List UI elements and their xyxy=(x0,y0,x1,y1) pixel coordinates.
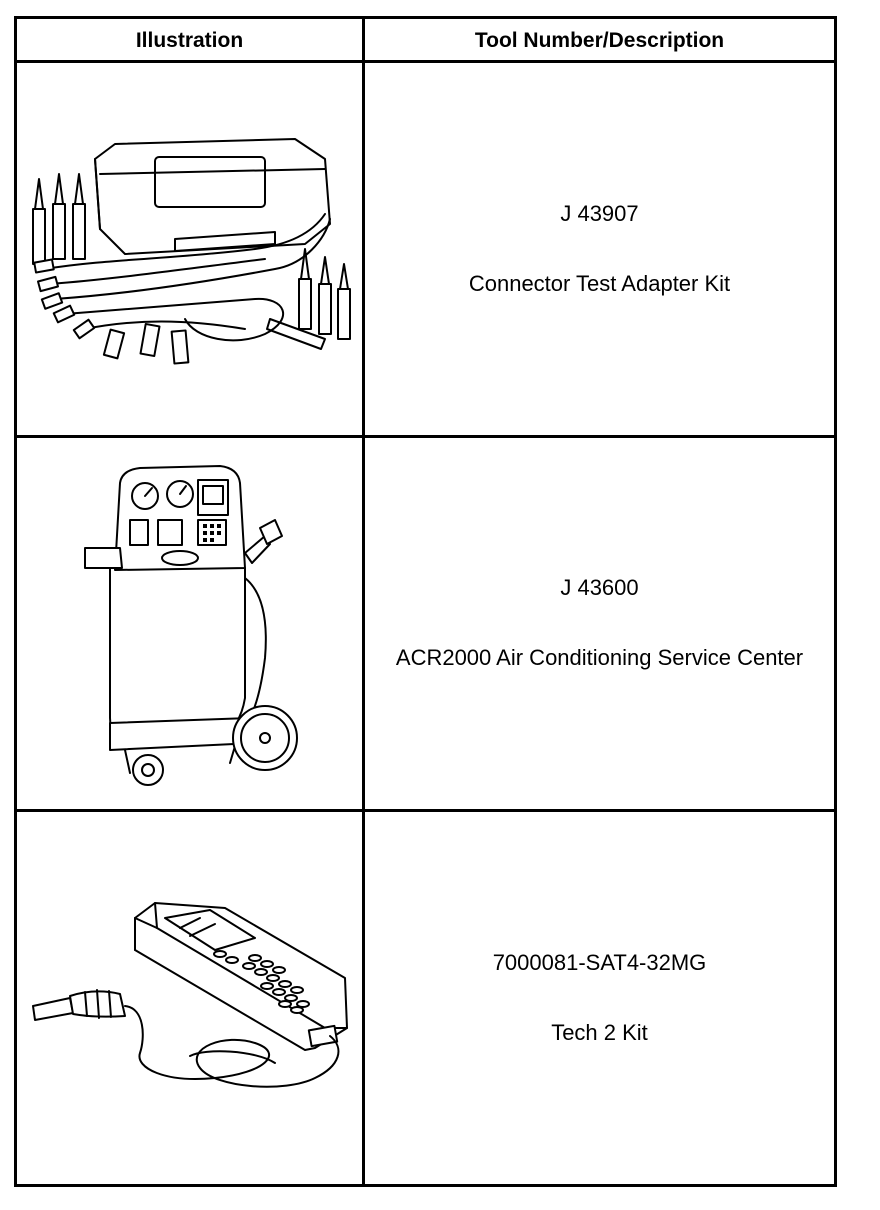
tool-description: Connector Test Adapter Kit xyxy=(468,270,731,296)
table-row-3-description: 7000081-SAT4-32MG Tech 2 Kit xyxy=(365,812,834,1184)
tool-table: Illustration Tool Number/Description xyxy=(14,16,837,1187)
header-illustration: Illustration xyxy=(135,28,244,52)
tool-description: ACR2000 Air Conditioning Service Center xyxy=(395,645,804,671)
connector-test-adapter-kit-illustration xyxy=(31,137,351,365)
row-divider xyxy=(17,809,834,813)
tool-number: J 43600 xyxy=(560,575,639,601)
column-divider xyxy=(362,19,365,1184)
tool-number: J 43907 xyxy=(560,200,639,226)
row-divider xyxy=(17,60,834,63)
tool-description: Tech 2 Kit xyxy=(551,1020,648,1046)
tech2-scan-tool-illustration xyxy=(31,902,348,1088)
table-row-1-illustration xyxy=(17,63,362,435)
table-row-2-illustration xyxy=(17,438,362,810)
tool-number: 7000081-SAT4-32MG xyxy=(492,950,707,976)
row-divider xyxy=(17,434,834,438)
table-row-1-description: J 43907 Connector Test Adapter Kit xyxy=(365,63,834,435)
ac-service-center-illustration xyxy=(83,465,298,787)
header-tool-number-description: Tool Number/Description xyxy=(474,28,725,52)
table-row-3-illustration xyxy=(17,812,362,1184)
table-row-2-description: J 43600 ACR2000 Air Conditioning Service… xyxy=(365,438,834,810)
